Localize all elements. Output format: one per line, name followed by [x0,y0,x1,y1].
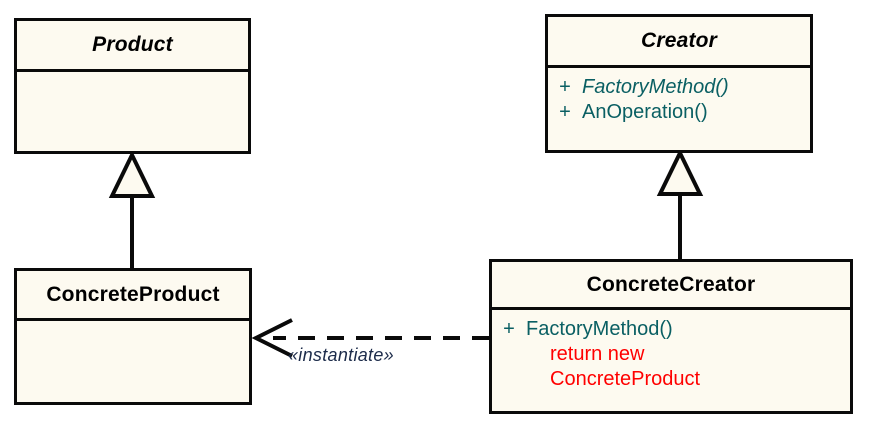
class-members-product [17,72,248,154]
class-box-creator[interactable]: Creator + FactoryMethod() + AnOperation(… [545,14,813,153]
code-line: return new [550,343,645,365]
code-line: ConcreteProduct [550,368,701,390]
class-box-concretecreator[interactable]: ConcreteCreator + FactoryMethod() return… [489,259,853,414]
class-title-concretecreator: ConcreteCreator [586,272,756,296]
member-row: + AnOperation() [548,100,810,125]
class-members-concreteproduct [17,321,249,405]
class-compartment-divider [17,69,248,72]
member-row: + FactoryMethod() [492,317,850,342]
member-name: FactoryMethod() [526,318,673,340]
class-box-product[interactable]: Product [14,18,251,154]
member-name: AnOperation() [582,101,708,123]
class-title-product: Product [92,33,173,56]
class-box-concreteproduct[interactable]: ConcreteProduct [14,268,252,405]
dependency-open-arrowhead [251,318,293,358]
class-title-creator: Creator [640,29,718,52]
class-compartment-divider [17,318,249,321]
member-visibility: + [559,76,571,98]
inheritance-triangle-left [108,150,156,198]
generalization-concreteproduct-to-product [108,150,156,269]
dependency-concretecreator-to-concreteproduct [251,318,489,358]
stereotype-label-instantiate: «instantiate» [288,345,394,365]
generalization-concretecreator-to-creator [656,148,704,260]
class-members-concretecreator: + FactoryMethod() return new ConcretePro… [492,310,850,414]
class-title-concreteproduct: ConcreteProduct [46,282,220,306]
class-compartment-divider [492,307,850,310]
member-visibility: + [503,318,515,340]
inheritance-triangle-right [656,148,704,196]
class-compartment-divider [548,65,810,68]
member-visibility: + [559,101,571,123]
class-members-creator: + FactoryMethod() + AnOperation() [548,68,810,153]
member-row: + FactoryMethod() [548,75,810,100]
member-name: FactoryMethod() [582,76,729,98]
